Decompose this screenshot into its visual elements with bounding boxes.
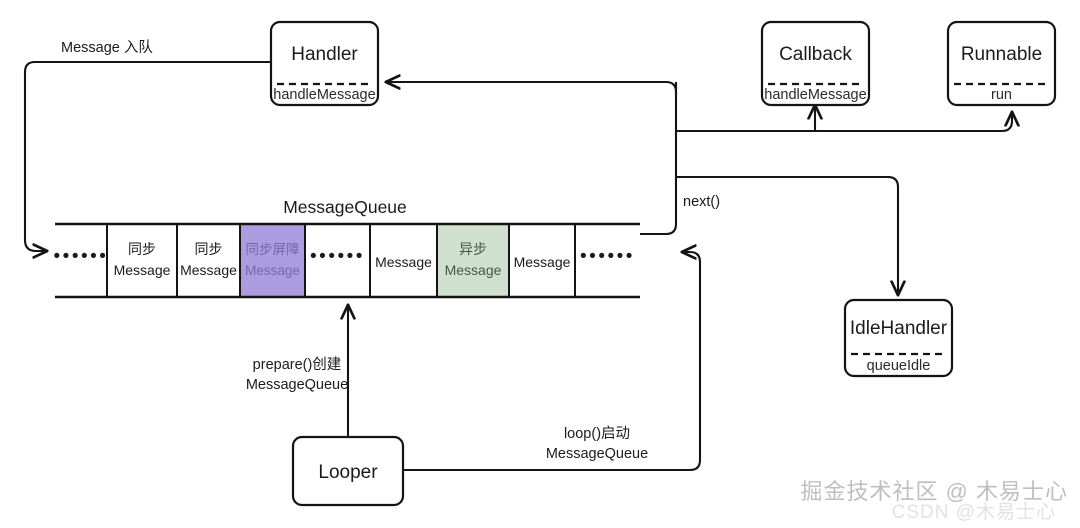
queue-cell-label: ••••••	[580, 246, 635, 267]
box-callback-sub: handleMessage	[764, 87, 866, 103]
box-callback-title: Callback	[779, 44, 852, 65]
label-loop-line2: MessageQueue	[546, 446, 648, 462]
connector-loop	[403, 252, 702, 472]
message-queue-title: MessageQueue	[283, 197, 407, 217]
label-enqueue: Message 入队	[61, 39, 153, 56]
label-prepare-line2: MessageQueue	[246, 377, 348, 393]
queue-cell-bg	[177, 224, 240, 297]
box-idlehandler[interactable]: IdleHandler queueIdle	[843, 298, 954, 378]
queue-cell-label: 异步	[459, 241, 487, 257]
box-looper-title: Looper	[318, 462, 378, 483]
watermark-secondary: CSDN @木易士心	[891, 502, 1056, 523]
box-idlehandler-title: IdleHandler	[850, 318, 948, 339]
box-handler[interactable]: Handler handleMessage	[269, 20, 380, 107]
queue-cell-bg	[305, 224, 370, 297]
box-looper[interactable]: Looper	[291, 435, 405, 507]
box-idlehandler-sub: queueIdle	[867, 358, 931, 374]
connector-next-idlehandler	[676, 175, 898, 295]
queue-cell-label: 同步	[128, 241, 156, 257]
box-callback[interactable]: Callback handleMessage	[760, 20, 871, 107]
queue-cell-bg	[575, 224, 640, 297]
queue-cell-bg	[55, 224, 107, 297]
queue-cell-label: Message	[514, 254, 571, 270]
connector-enqueue	[23, 60, 271, 251]
queue-cell-label: Message	[445, 262, 502, 278]
queue-cell-label: ••••••	[54, 246, 109, 267]
watermark-primary: 掘金技术社区 @ 木易士心	[800, 479, 1068, 504]
queue-cell-label: Message	[180, 262, 237, 278]
box-handler-title: Handler	[291, 44, 358, 65]
connector-dispatch-trunk	[386, 82, 1012, 236]
box-runnable-title: Runnable	[961, 44, 1042, 65]
box-runnable[interactable]: Runnable run	[946, 20, 1057, 107]
queue-cell-label: ••••••	[310, 246, 365, 267]
label-next: next()	[683, 194, 720, 210]
box-runnable-sub: run	[991, 87, 1012, 103]
box-handler-sub: handleMessage	[273, 87, 375, 103]
queue-cell-bg	[509, 224, 575, 297]
message-queue: MessageQueue •••••• 同步 Message 同步 Message 同步屏…	[54, 197, 640, 299]
queue-cell-bg	[370, 224, 437, 297]
queue-cell-bg	[240, 224, 305, 297]
queue-cell-label: Message	[245, 263, 300, 278]
queue-cell-bg	[437, 224, 509, 297]
queue-cell-label: 同步	[195, 241, 223, 257]
label-loop-line1: loop()启动	[564, 425, 630, 442]
label-prepare-line1: prepare()创建	[253, 356, 342, 373]
queue-cell-label: 同步屏障	[246, 242, 300, 257]
queue-cell-label: Message	[114, 262, 171, 278]
queue-cell-label: Message	[375, 254, 432, 270]
queue-cell-bg	[107, 224, 177, 297]
